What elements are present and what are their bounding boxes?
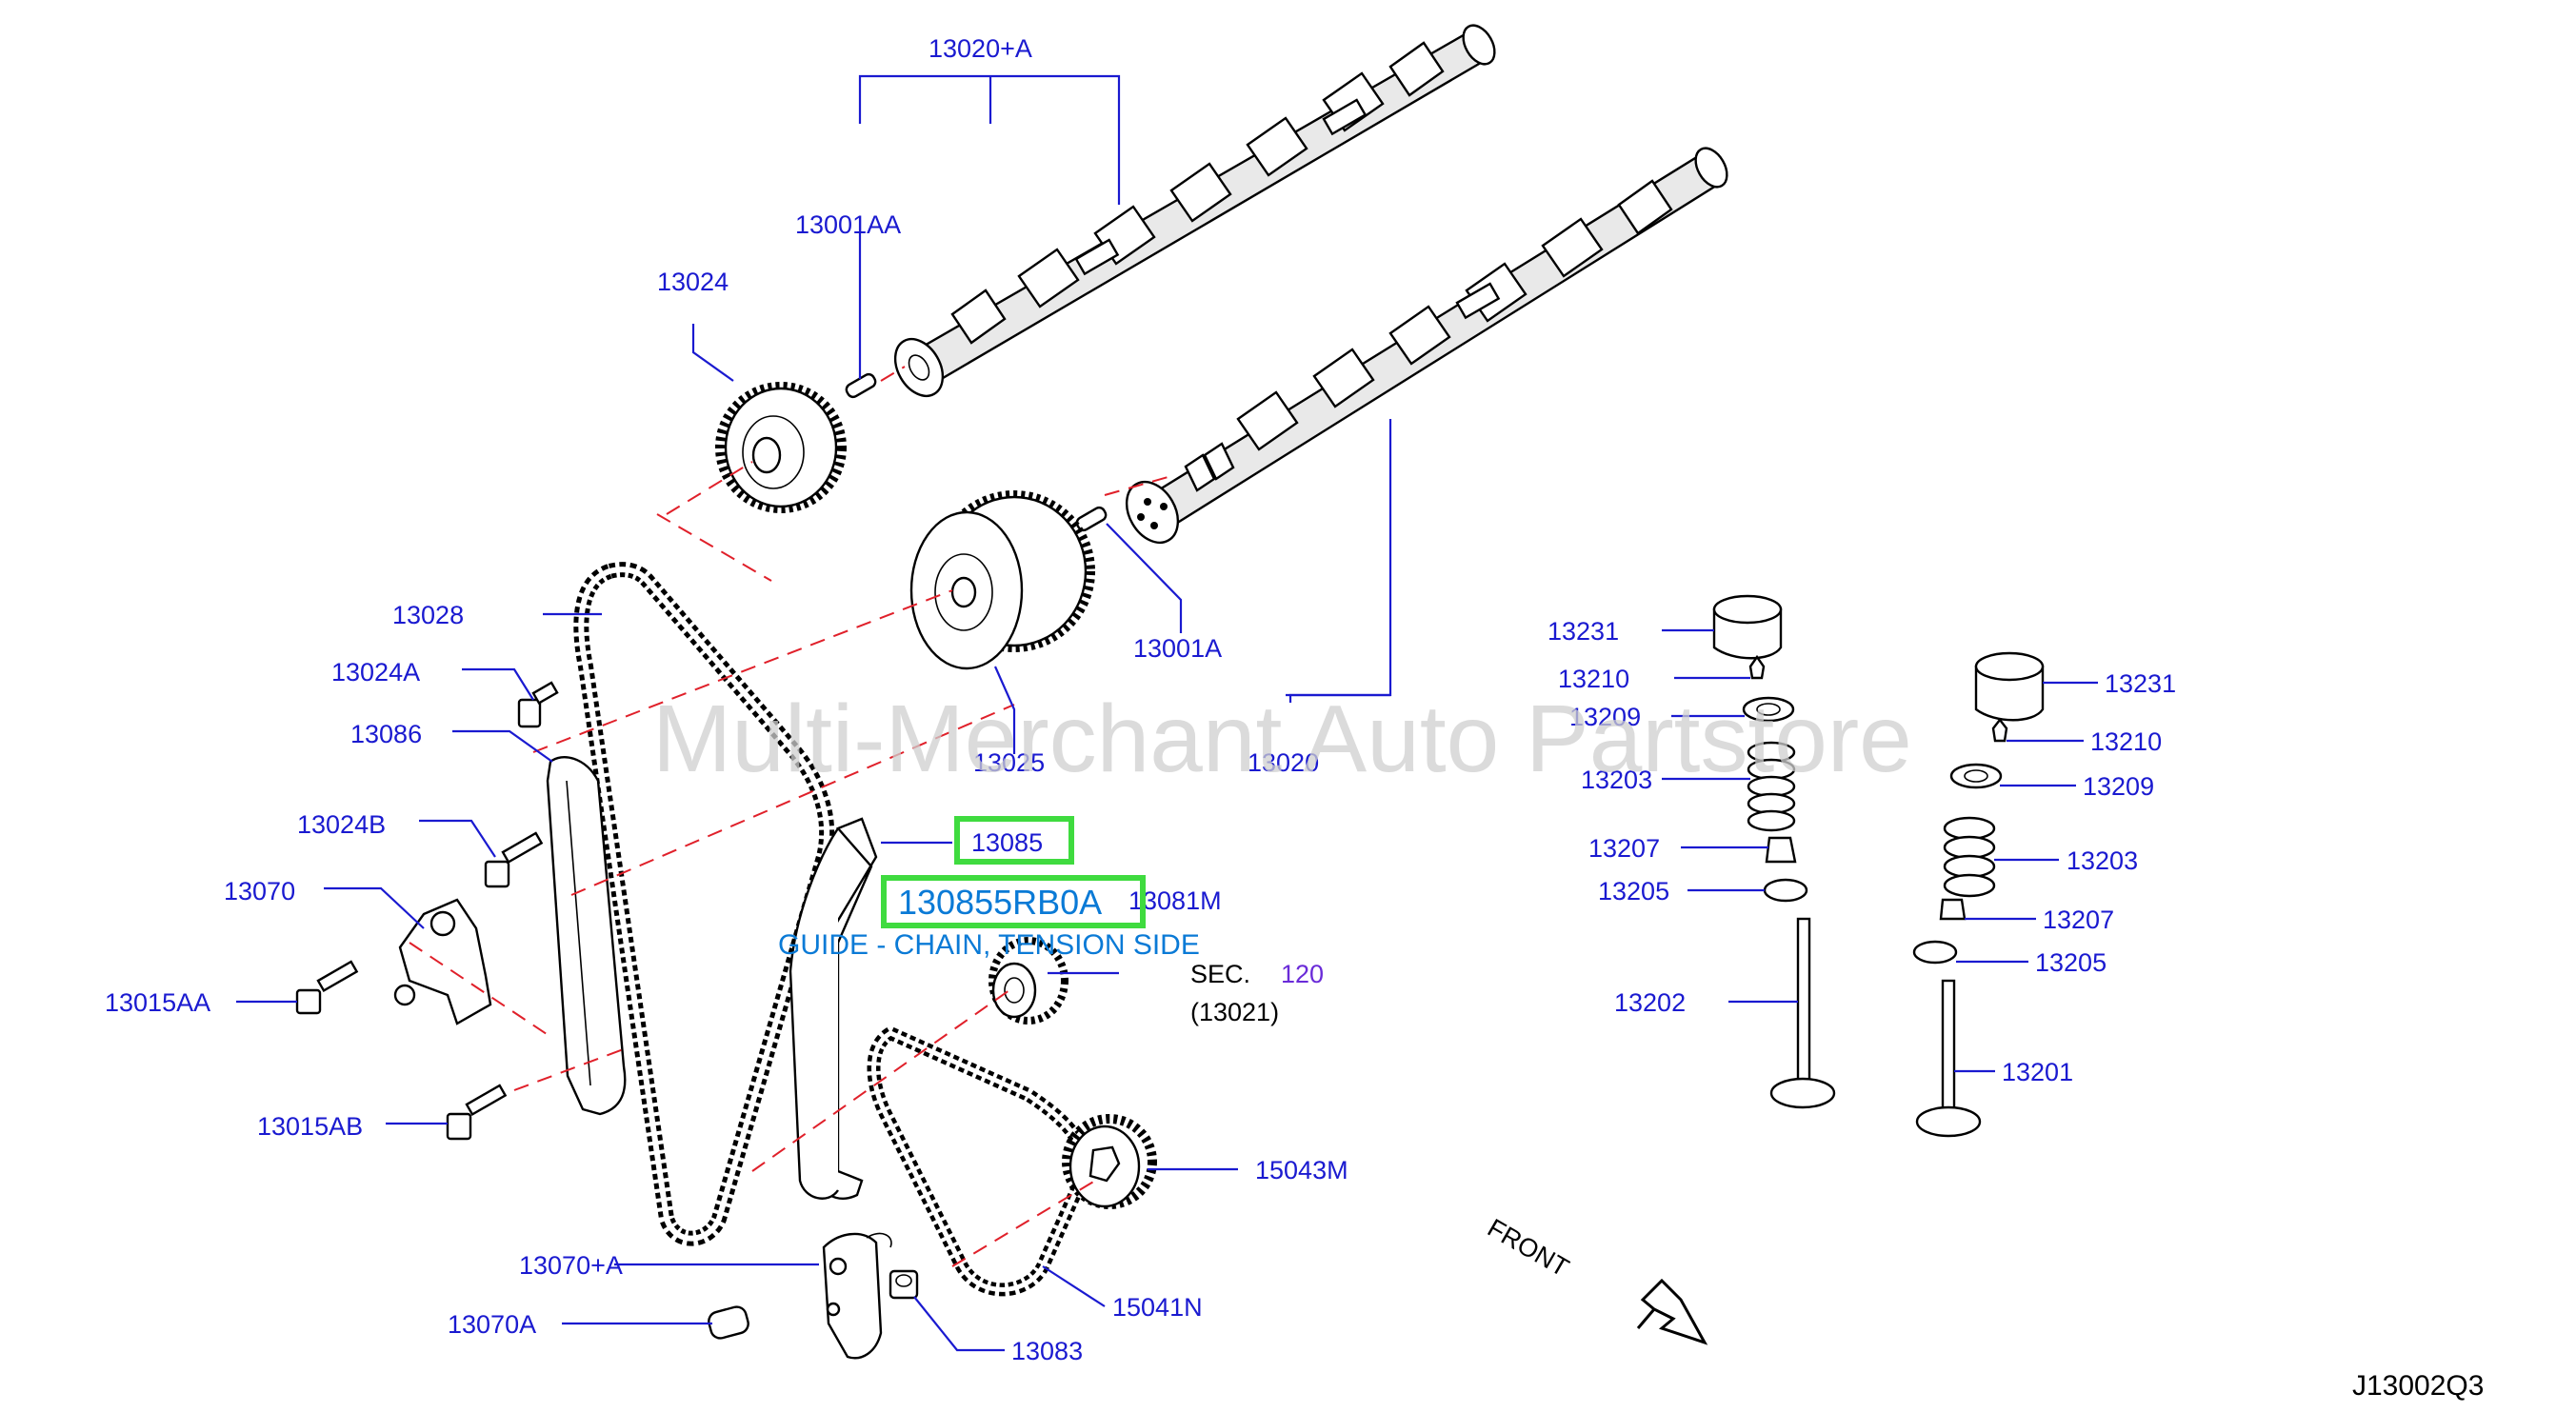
label-13203-right[interactable]: 13203 [2067,846,2138,875]
chain-tensioner-13070[interactable] [393,898,492,1025]
label-13202[interactable]: 13202 [1614,988,1686,1017]
valve-train-right[interactable] [1912,651,2045,1138]
label-13210-right[interactable]: 13210 [2090,727,2162,756]
highlight-part-number[interactable]: 13085 [971,828,1043,857]
label-13001A[interactable]: 13001A [1133,634,1222,663]
highlight-box-part-number [954,816,1074,865]
chain-guide-slack-13086[interactable] [546,755,627,1116]
oil-pump-chain-15041N[interactable] [867,1025,1091,1297]
label-13207-left[interactable]: 13207 [1588,834,1660,863]
label-13028[interactable]: 13028 [392,601,464,629]
label-13024A[interactable]: 13024A [331,658,420,687]
camshaft-sprocket-13024[interactable] [715,382,847,513]
highlight-description: GUIDE - CHAIN, TENSION SIDE [778,929,1200,961]
camshaft-intake[interactable] [886,20,1501,405]
camshaft-sprocket-13025[interactable] [909,490,1095,670]
bolt-13024B[interactable] [484,831,544,888]
bolt-13024A[interactable] [517,681,559,728]
highlight-oem-number[interactable]: 130855RB0A [898,883,1102,922]
label-13086[interactable]: 13086 [350,720,422,748]
label-13070[interactable]: 13070 [224,877,295,906]
section-reference: SEC. 120 (13021) [1190,960,1324,1026]
alignment-centerlines [409,366,1172,1267]
dowel-pin-13001A[interactable] [1075,506,1108,532]
timing-chain-13028[interactable] [573,562,835,1246]
valve-train-left[interactable] [1712,594,1836,1109]
highlighted-part[interactable]: 13085 130855RB0A GUIDE - CHAIN, TENSION … [778,816,1200,961]
label-13025[interactable]: 13025 [973,748,1045,777]
label-13209-left[interactable]: 13209 [1569,703,1641,731]
bolt-13015AA[interactable] [295,960,359,1015]
label-13020[interactable]: 13020 [1248,748,1319,777]
label-13209-right[interactable]: 13209 [2083,772,2154,801]
label-13024[interactable]: 13024 [657,268,729,296]
crankshaft-sprocket-13021[interactable] [988,937,1068,1025]
label-13083[interactable]: 13083 [1011,1337,1083,1365]
chain-guide-tension-13085[interactable] [789,817,878,1200]
label-13207-right[interactable]: 13207 [2043,906,2114,934]
highlight-box-oem-number [881,875,1146,928]
label-13015AA[interactable]: 13015AA [105,988,210,1017]
bolt-13015AB[interactable] [446,1084,508,1141]
label-15041N[interactable]: 15041N [1112,1293,1203,1322]
label-13203-left[interactable]: 13203 [1581,766,1652,794]
tensioner-lever-13070-plus-A[interactable] [822,1232,892,1360]
label-13205-left[interactable]: 13205 [1598,877,1669,906]
dowel-pin-13001AA[interactable] [845,372,878,399]
camshaft-exhaust[interactable] [1116,143,1733,551]
sec-label: SEC. [1190,960,1250,988]
sec-number-link[interactable]: 120 [1281,960,1324,988]
watermark: Multi-Merchant Auto Partstore [652,686,1912,792]
label-13205-right[interactable]: 13205 [2035,948,2107,977]
diagram-code: J13002Q3 [2352,1370,2484,1402]
tensioner-pin-13070A[interactable] [707,1304,750,1340]
oil-pump-sprocket-15043M[interactable] [1062,1114,1157,1209]
label-13020-plus-A[interactable]: 13020+A [929,34,1032,63]
label-13070A[interactable]: 13070A [448,1310,536,1339]
front-label: FRONT [1483,1213,1574,1282]
label-13210-left[interactable]: 13210 [1558,665,1629,693]
part-labels: 13020+A 13001AA 13024 13028 13024A 13086… [105,34,2176,1365]
label-13231-left[interactable]: 13231 [1548,617,1619,646]
label-13201[interactable]: 13201 [2002,1058,2073,1086]
front-arrow-icon [1636,1278,1708,1345]
label-13231-right[interactable]: 13231 [2105,669,2176,698]
front-indicator: FRONT [1483,1213,1708,1345]
label-13001AA[interactable]: 13001AA [795,210,901,239]
sec-subnumber: (13021) [1190,998,1279,1026]
label-13015AB[interactable]: 13015AB [257,1112,363,1141]
bushing-13083[interactable] [889,1269,919,1300]
label-13024B[interactable]: 13024B [297,810,386,839]
label-13070-plus-A[interactable]: 13070+A [519,1251,623,1280]
label-15043M[interactable]: 15043M [1255,1156,1348,1184]
leader-lines [236,74,2098,1352]
